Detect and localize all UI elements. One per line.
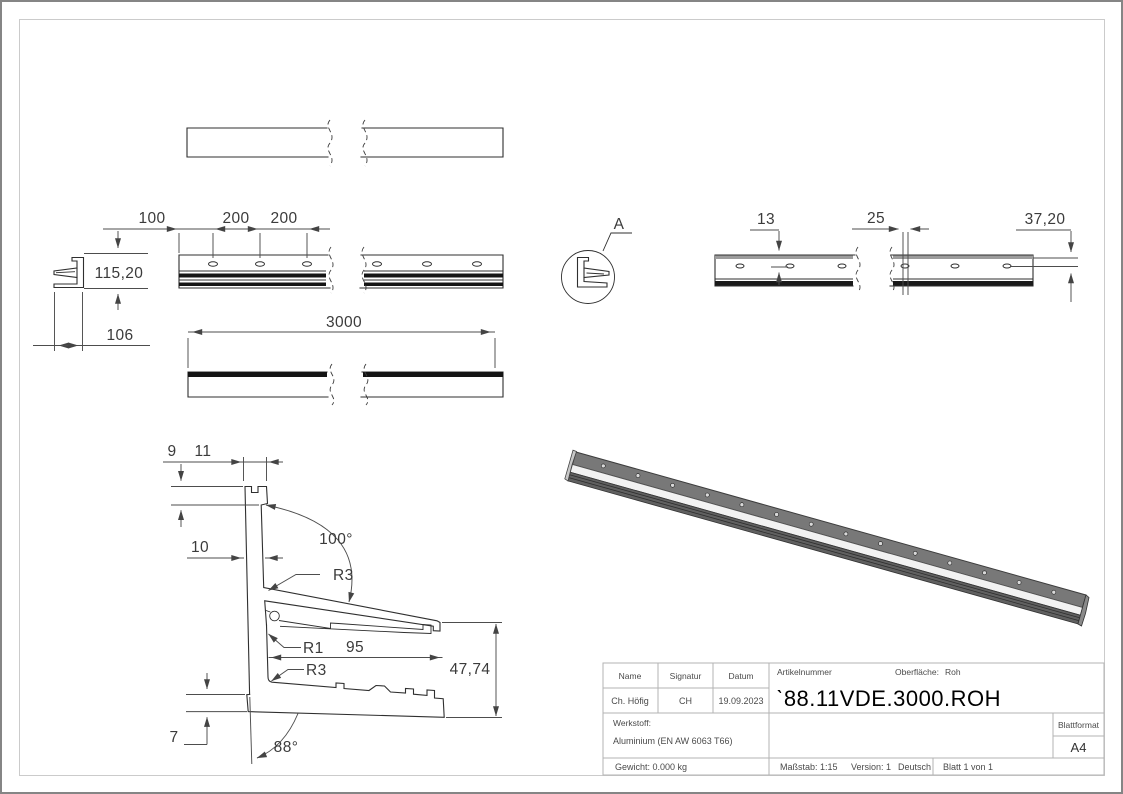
dim-200-label-2: 200 <box>270 210 297 227</box>
dim-r3-top-label: R3 <box>333 567 354 584</box>
tb-date-label: Datum <box>728 671 753 681</box>
front-view: 100 200 200 <box>103 210 504 294</box>
break-line <box>855 246 861 293</box>
tb-scale: Maßstab: 1:15 <box>780 762 838 772</box>
detail-circle <box>561 250 615 304</box>
dim-13-label: 13 <box>757 211 775 228</box>
back-view: 13 25 37,20 <box>714 210 1078 302</box>
tb-signature-value: CH <box>679 696 692 706</box>
detail-view-a: A <box>561 216 632 304</box>
tb-signature-label: Signatur <box>670 671 702 681</box>
tb-weight: Gewicht: 0.000 kg <box>615 762 687 772</box>
dim-7-label: 7 <box>169 729 178 746</box>
break-line <box>329 363 335 406</box>
dim-25-label: 25 <box>867 210 885 227</box>
tb-name-value: Ch. Höfig <box>611 696 649 706</box>
dim-r1-label: R1 <box>303 640 324 657</box>
break-line <box>362 119 368 167</box>
tb-article-number: ˋ88.11VDE.3000.ROH <box>776 686 1001 711</box>
slot-hole <box>302 261 312 267</box>
iso-right-end <box>1077 594 1090 627</box>
top-view <box>186 119 504 167</box>
side-view: 115,20 106 <box>33 231 150 351</box>
dim-95-label: 95 <box>346 639 364 656</box>
tb-article-label: Artikelnummer <box>777 667 832 677</box>
dim-r3-bottom-label: R3 <box>306 662 327 679</box>
slot-hole <box>950 263 960 269</box>
tb-format-label: Blattformat <box>1058 720 1100 730</box>
tb-surface-value: Roh <box>945 667 961 677</box>
dim-88deg-label: 88° <box>274 739 299 756</box>
tb-name-label: Name <box>619 671 642 681</box>
slot-hole <box>372 261 382 267</box>
dim-10-label: 10 <box>191 539 209 556</box>
tb-language: Deutsch <box>898 762 931 772</box>
detail-a-label: A <box>614 216 625 233</box>
tb-material-value: Aluminium (EN AW 6063 T66) <box>613 736 733 746</box>
tb-version: Version: 1 <box>851 762 891 772</box>
tb-sheet: Blatt 1 von 1 <box>943 762 993 772</box>
iso-left-end <box>564 449 578 482</box>
dim-4774-label: 47,74 <box>450 661 491 678</box>
break-line <box>328 246 334 294</box>
slot-hole <box>837 263 847 269</box>
inner-frame <box>19 19 1105 776</box>
dim-3720-label: 37,20 <box>1025 211 1066 228</box>
break-line <box>363 363 369 406</box>
title-block: Name Signatur Datum Ch. Höfig CH 19.09.2… <box>602 662 1105 776</box>
dim-3000-label: 3000 <box>326 314 362 331</box>
dim-100deg-label: 100° <box>319 531 353 548</box>
dim-11-label: 11 <box>195 443 212 460</box>
tb-format-value: A4 <box>1071 740 1087 755</box>
slot-hole <box>735 263 745 269</box>
dim-100-label: 100 <box>138 210 165 227</box>
cross-section-view: 9 11 10 100° R3 R1 95 R3 47,74 <box>163 443 502 765</box>
iso-holes <box>600 463 1057 595</box>
dim-106-label: 106 <box>106 327 133 344</box>
slot-hole <box>208 261 218 267</box>
dim-115-label: 115,20 <box>95 265 144 282</box>
length-view: 3000 <box>187 314 504 406</box>
break-line <box>889 246 895 293</box>
break-line <box>327 119 333 167</box>
tb-surface-label: Oberfläche: <box>895 667 939 677</box>
break-line <box>361 246 367 294</box>
slot-hole <box>255 261 265 267</box>
slot-hole <box>1002 263 1012 269</box>
slot-hole <box>422 261 432 267</box>
dim-9-label: 9 <box>167 443 176 460</box>
isometric-view <box>564 449 1090 627</box>
tb-material-label: Werkstoff: <box>613 718 651 728</box>
tb-date-value: 19.09.2023 <box>718 696 763 706</box>
slot-hole <box>472 261 482 267</box>
dim-200-label: 200 <box>222 210 249 227</box>
